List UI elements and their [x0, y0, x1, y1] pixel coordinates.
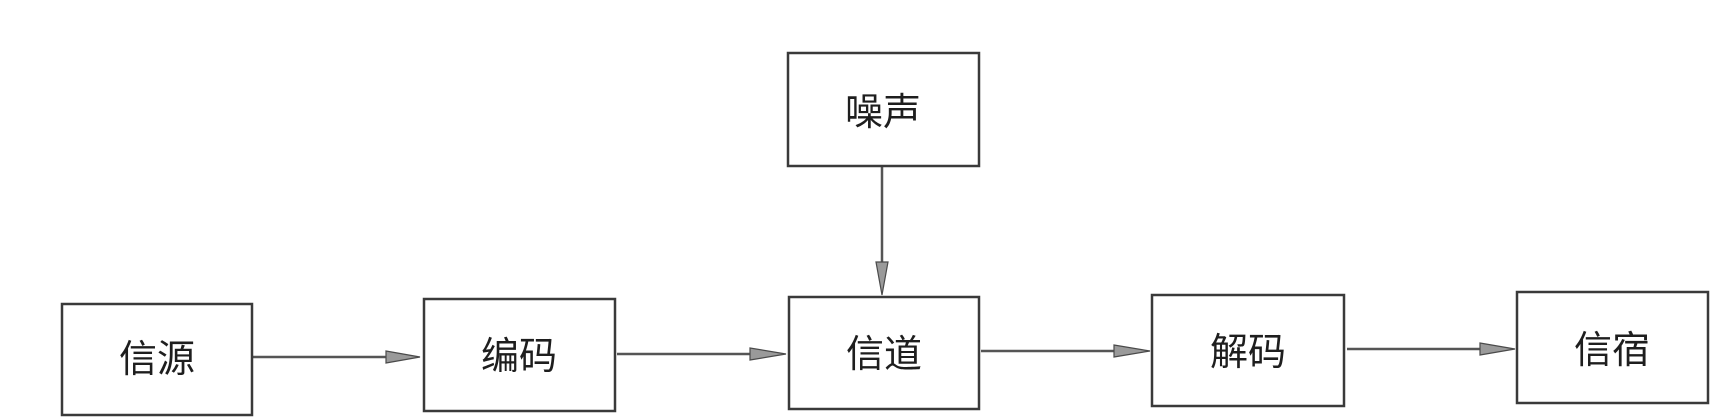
node-box — [787, 295, 981, 411]
node-source: 信源 — [60, 302, 254, 417]
edge-encoder-to-channel — [617, 347, 787, 361]
arrow-right-icon — [749, 347, 787, 361]
node-label-encoder: 编码 — [481, 334, 557, 378]
arrow-down-icon — [875, 261, 889, 296]
node-sink: 信宿 — [1515, 290, 1710, 405]
node-label-channel: 信道 — [846, 332, 922, 376]
node-label-source: 信源 — [119, 337, 195, 381]
node-decoder: 解码 — [1150, 293, 1346, 408]
node-box — [1515, 290, 1710, 405]
edge-noise-to-channel — [875, 167, 889, 296]
node-label-sink: 信宿 — [1574, 328, 1650, 372]
arrow-right-icon — [1479, 342, 1516, 356]
node-box — [786, 51, 981, 168]
node-box — [1150, 293, 1346, 408]
node-box — [60, 302, 254, 417]
node-label-noise: 噪声 — [845, 90, 921, 134]
arrow-right-icon — [1113, 344, 1151, 358]
node-box — [422, 297, 617, 413]
edge-source-to-encoder — [253, 350, 421, 364]
node-channel: 信道 — [787, 295, 981, 411]
edge-decoder-to-sink — [1347, 342, 1516, 356]
edge-channel-to-decoder — [981, 344, 1151, 358]
arrow-right-icon — [385, 350, 421, 364]
node-encoder: 编码 — [422, 297, 617, 413]
node-label-decoder: 解码 — [1210, 330, 1286, 374]
node-noise: 噪声 — [786, 51, 981, 168]
